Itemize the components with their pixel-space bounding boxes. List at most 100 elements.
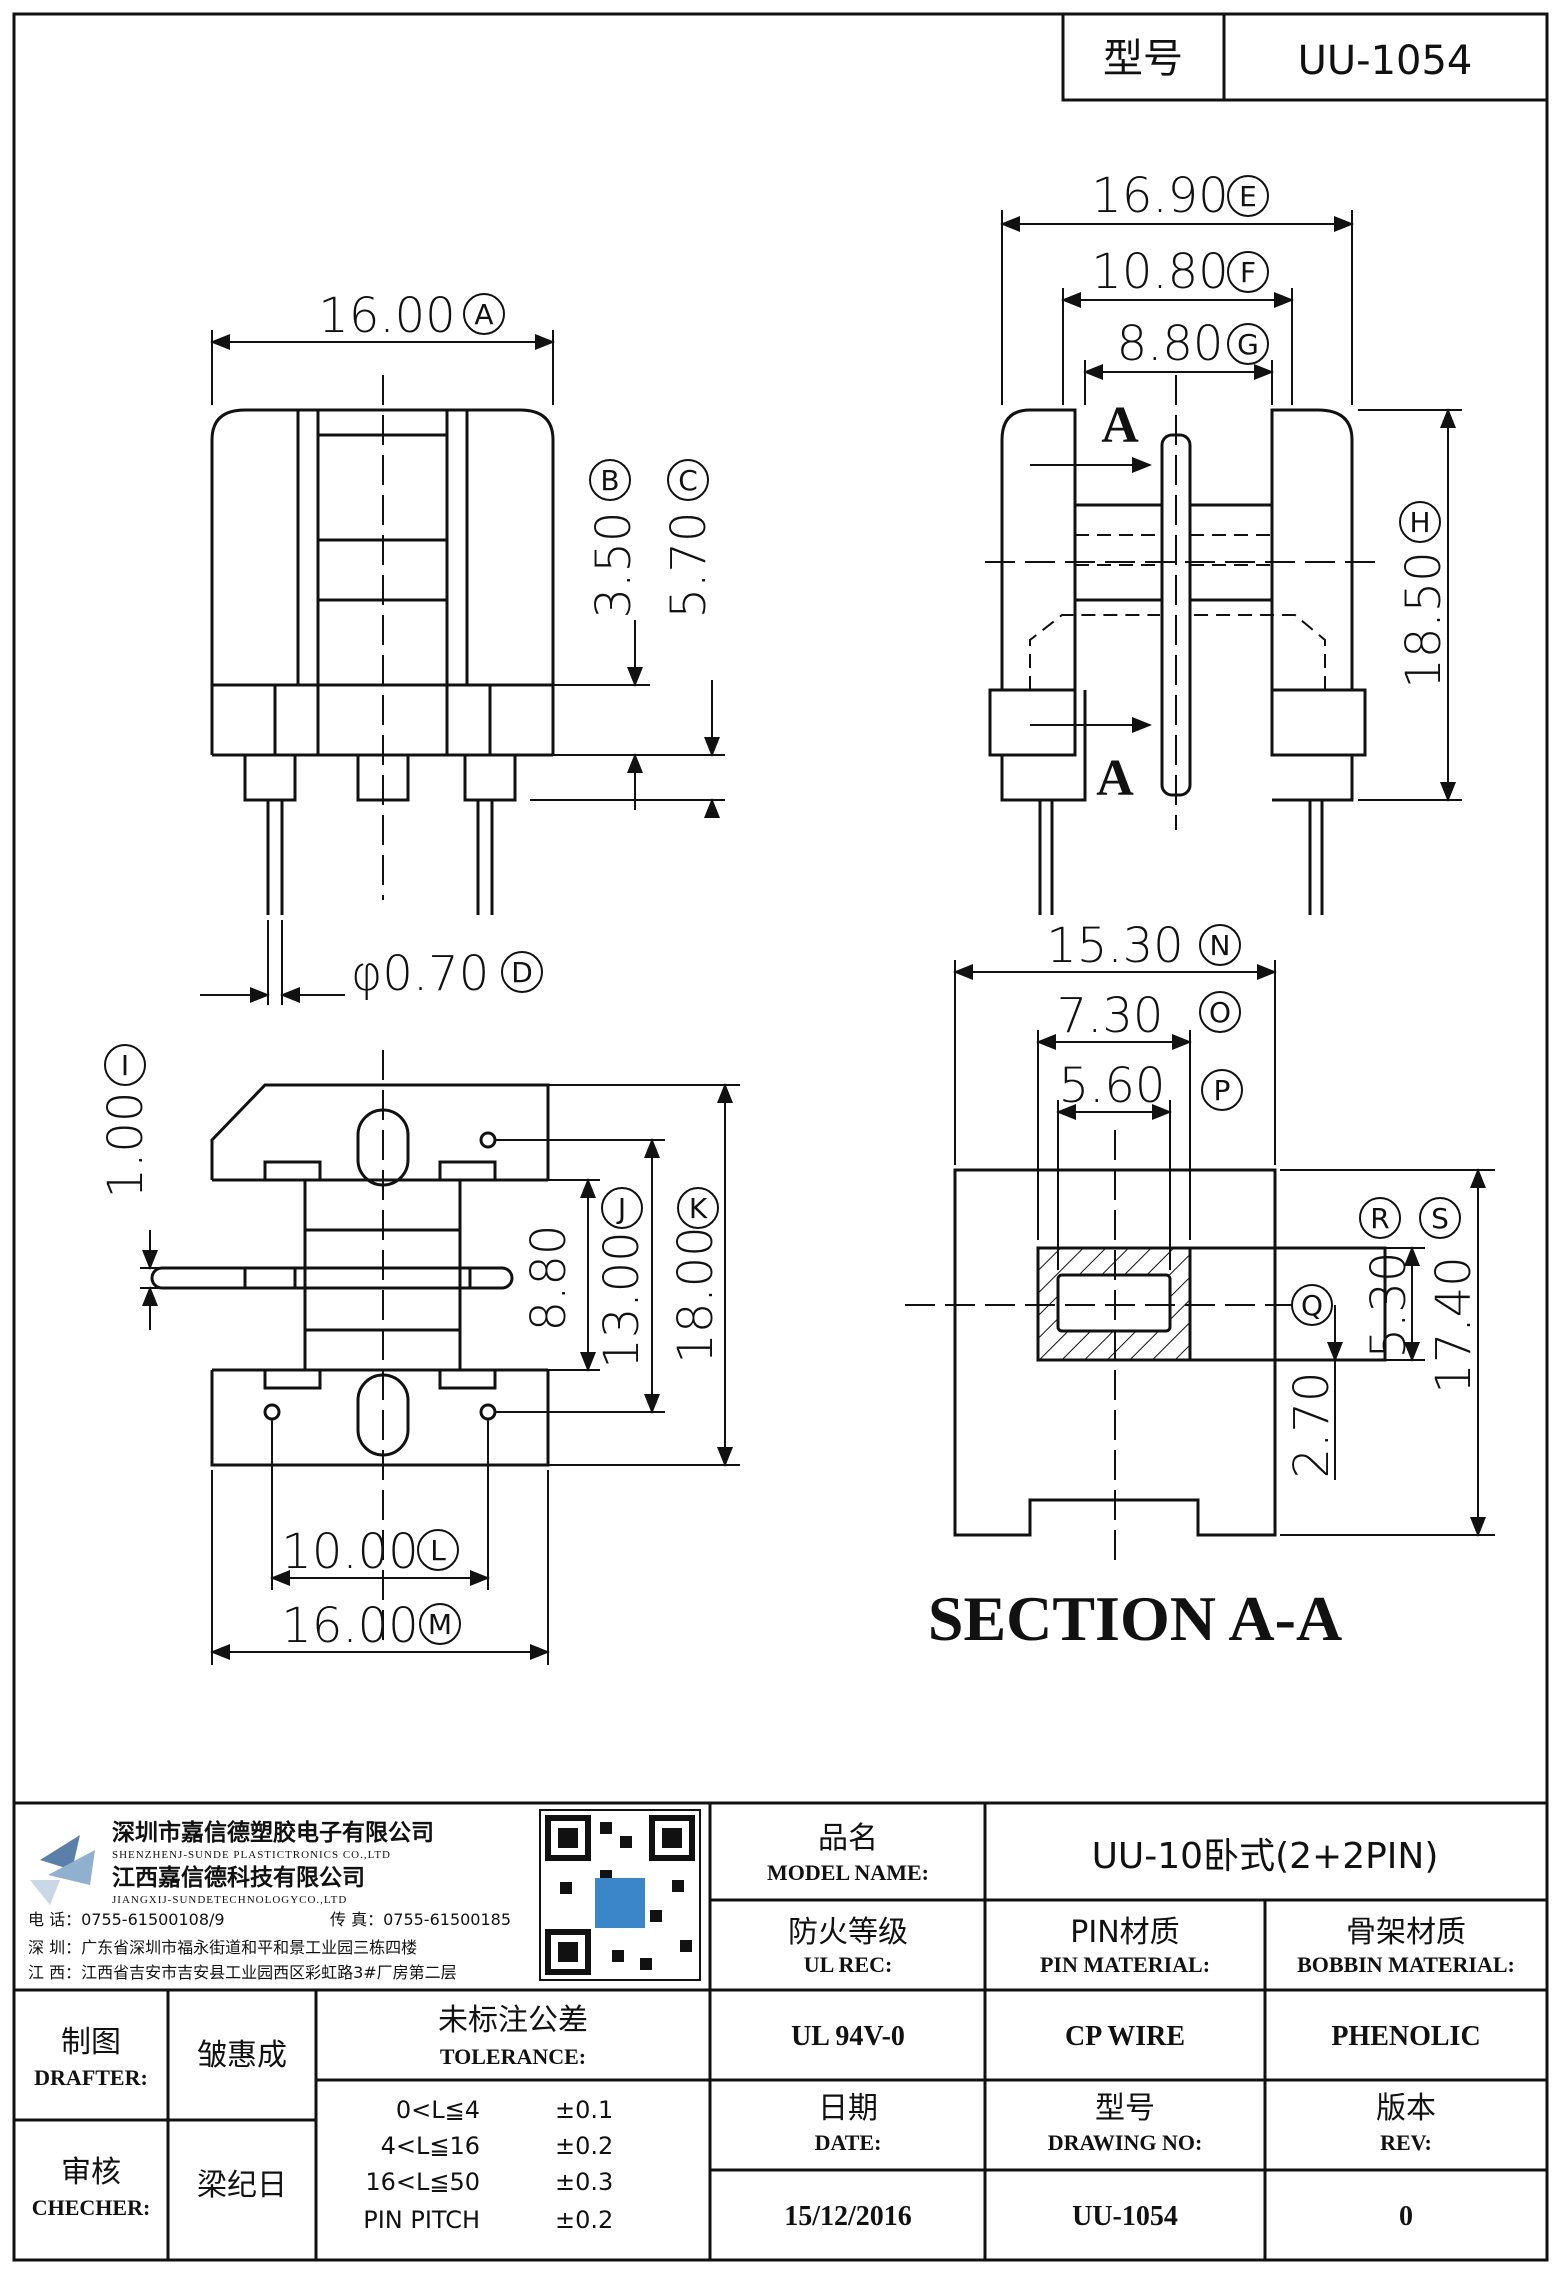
- dim-a-value: 16.00: [318, 288, 455, 344]
- marker-i: [104, 1044, 146, 1086]
- bobbin-material-value: PHENOLIC: [1331, 2021, 1480, 2052]
- dim-k2-value: 18.00: [668, 1226, 724, 1363]
- marker-g-label: G: [1237, 328, 1259, 361]
- dim-b-value: 3.50: [586, 512, 642, 619]
- dim-c-value: 5.70: [661, 512, 717, 619]
- dim-f-value: 10.80: [1091, 244, 1228, 300]
- marker-i-label: I: [121, 1049, 129, 1082]
- tolerance-value-1: ±0.1: [555, 2096, 613, 2124]
- dim-l-value: 10.00: [281, 1524, 418, 1580]
- rev-cn: 版本: [1376, 2091, 1436, 2126]
- dim-k-value: 13.00: [594, 1231, 650, 1368]
- title-block-grid: [14, 1801, 1547, 2260]
- qr-code: [539, 1809, 701, 1981]
- marker-q-label: Q: [1301, 1289, 1323, 1322]
- drafter-value: 皱惠成: [197, 2038, 287, 2073]
- header-type-box: 型号 UU-1054: [1061, 12, 1549, 102]
- dim-d-value: φ0.70: [351, 946, 490, 1002]
- marker-e-label: E: [1239, 180, 1257, 213]
- dim-h-value: 18.50: [1396, 551, 1452, 688]
- marker-j: [601, 1187, 643, 1229]
- tolerance-cn: 未标注公差: [438, 2003, 588, 2038]
- dim-r-value: 5.30: [1361, 1252, 1417, 1359]
- marker-p: [1201, 1069, 1243, 1111]
- date-cn: 日期: [818, 2091, 878, 2126]
- date-en: DATE:: [815, 2130, 882, 2155]
- marker-l: [417, 1529, 459, 1571]
- tolerance-range-2: 4<L≦16: [381, 2132, 480, 2160]
- rev-value: 0: [1399, 2201, 1413, 2232]
- bobbin-material-cn: 骨架材质: [1346, 1915, 1466, 1950]
- marker-h-label: H: [1409, 506, 1430, 539]
- model-name-value: UU-10卧式(2+2PIN): [1092, 1836, 1439, 1877]
- drafter-en: DRAFTER:: [34, 2065, 148, 2090]
- marker-g: [1227, 323, 1269, 365]
- marker-r-label: R: [1370, 1202, 1389, 1235]
- tolerance-range-1: 0<L≦4: [396, 2096, 480, 2124]
- marker-o: [1199, 991, 1241, 1033]
- model-name-cn: 品名: [818, 1821, 878, 1856]
- marker-a-label: A: [474, 298, 493, 331]
- marker-j-label: J: [616, 1192, 626, 1225]
- dim-o-value: 7.30: [1057, 988, 1164, 1044]
- marker-n: [1199, 924, 1241, 966]
- marker-l-label: L: [430, 1534, 446, 1567]
- side-view: [985, 375, 1380, 915]
- ul-rec-value: UL 94V-0: [791, 2021, 905, 2052]
- company-addr-sz: 深 圳：广东省深圳市福永街道和平和景工业园三栋四楼: [28, 1938, 417, 1957]
- front-view: [210, 375, 555, 915]
- dim-m-value: 16.00: [281, 1598, 418, 1654]
- tolerance-value-4: ±0.2: [555, 2206, 613, 2234]
- section-view: [905, 1130, 1387, 1570]
- marker-d-label: D: [511, 956, 533, 989]
- header-type-label: 型号: [1103, 36, 1183, 82]
- marker-o-label: O: [1209, 996, 1231, 1029]
- tolerance-en: TOLERANCE:: [440, 2044, 586, 2069]
- drawing-no-en: DRAWING NO:: [1048, 2130, 1203, 2155]
- tolerance-value-2: ±0.2: [555, 2132, 613, 2160]
- dim-s-value: 17.40: [1426, 1256, 1482, 1393]
- checker-cn: 审核: [61, 2155, 121, 2190]
- marker-h: [1399, 501, 1441, 543]
- marker-q: [1291, 1284, 1333, 1326]
- dim-g-value: 8.80: [1117, 316, 1224, 372]
- company-logo: [30, 1835, 95, 1905]
- drawing-no-cn: 型号: [1095, 2091, 1155, 2126]
- dim-n-value: 15.30: [1046, 918, 1183, 974]
- bottom-view-dimensions: [140, 1083, 740, 1665]
- drafter-cn: 制图: [61, 2025, 121, 2060]
- section-mark-bottom: A: [1096, 750, 1134, 807]
- checker-value: 梁纪日: [197, 2168, 287, 2203]
- sheet-border: [12, 12, 1549, 2262]
- marker-k-label: K: [689, 1192, 708, 1225]
- company-addr-jx: 江 西：江西省吉安市吉安县工业园西区彩虹路3#厂房第二层: [28, 1963, 457, 1982]
- company-name-cn-1: 深圳市嘉信德塑胶电子有限公司: [112, 1819, 434, 1846]
- bottom-view: [150, 1050, 550, 1640]
- marker-s-label: S: [1431, 1202, 1449, 1235]
- marker-c: [667, 459, 709, 501]
- section-title: SECTION A-A: [928, 1583, 1342, 1654]
- header-type-value: UU-1054: [1298, 38, 1473, 84]
- company-name-en-1: SHENZHENJ-SUNDE PLASTICTRONICS CO.,LTD: [112, 1849, 391, 1861]
- marker-p-label: P: [1214, 1074, 1231, 1107]
- date-value: 15/12/2016: [784, 2201, 912, 2232]
- marker-f-label: F: [1240, 256, 1256, 289]
- marker-s: [1419, 1197, 1461, 1239]
- tolerance-range-3: 16<L≦50: [365, 2168, 480, 2196]
- marker-r: [1359, 1197, 1401, 1239]
- marker-d: [501, 951, 543, 993]
- section-mark-top: A: [1101, 397, 1139, 454]
- marker-a: [463, 293, 505, 335]
- front-view-dimensions: [200, 330, 725, 1005]
- pin-material-value: CP WIRE: [1065, 2021, 1185, 2052]
- tolerance-range-4: PIN PITCH: [363, 2206, 480, 2234]
- company-phone: 电 话：0755-61500108/9: [28, 1910, 225, 1929]
- company-name-en-2: JIANGXIJ-SUNDETECHNOLOGYCO.,LTD: [112, 1894, 347, 1906]
- company-name-cn-2: 江西嘉信德科技有限公司: [112, 1864, 365, 1891]
- side-view-dimensions: [1000, 210, 1462, 802]
- checker-en: CHECHER:: [32, 2195, 151, 2220]
- marker-f: [1227, 251, 1269, 293]
- marker-b-label: B: [600, 464, 619, 497]
- marker-m: [419, 1603, 461, 1645]
